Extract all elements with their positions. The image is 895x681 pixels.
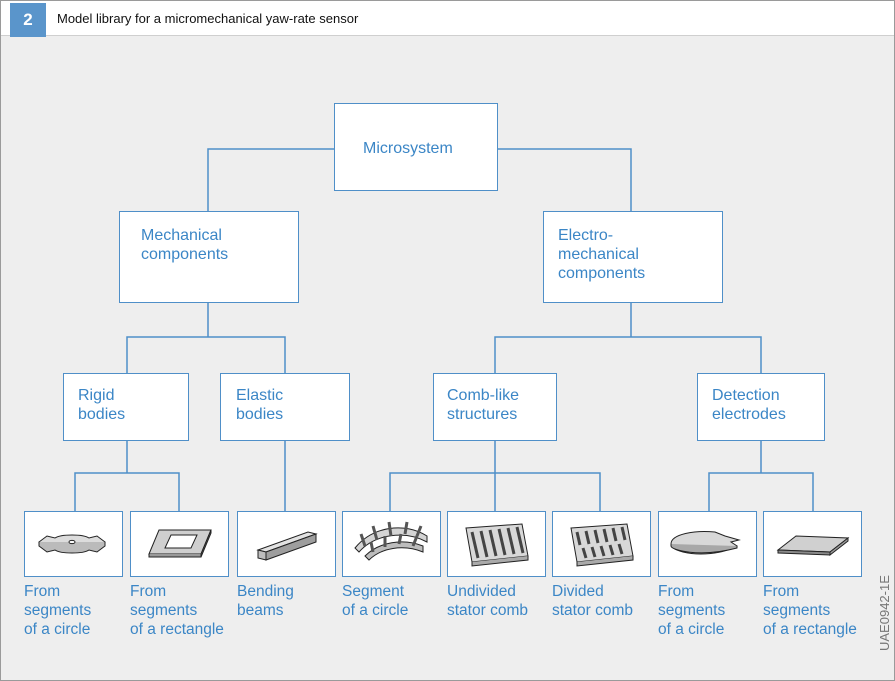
leaf-rectangle-electrode <box>763 511 862 577</box>
figure-title: Model library for a micromechanical yaw-… <box>57 11 359 26</box>
node-rigid-bodies: Rigid bodies <box>63 373 189 441</box>
undivided-stator-comb-icon <box>465 523 529 567</box>
node-comb-like-structures: Comb-like structures <box>433 373 557 441</box>
bending-beam-icon <box>256 531 318 561</box>
leaf-caption-rectangle-segments: From segments of a rectangle <box>130 583 224 638</box>
connector-detection-branch <box>708 472 814 511</box>
connector-root-mechanical <box>207 148 334 211</box>
connector-mechanical-branch <box>126 336 286 373</box>
figure-header: 2 Model library for a micromechanical ya… <box>1 1 894 37</box>
node-electromechanical-label: Electro- mechanical components <box>558 227 646 282</box>
node-detection-electrodes: Detection electrodes <box>697 373 825 441</box>
node-rigid-label: Rigid bodies <box>78 387 126 423</box>
leaf-bending-beams <box>237 511 336 577</box>
circle-electrode-icon <box>670 531 741 555</box>
rectangle-segments-icon <box>148 529 212 558</box>
node-elastic-bodies: Elastic bodies <box>220 373 350 441</box>
leaf-divided-stator-comb <box>552 511 651 577</box>
connector-rigid-branch <box>74 472 180 511</box>
document-id: UAE0942-1E <box>877 575 892 651</box>
circle-segment-comb-icon <box>354 521 428 561</box>
leaf-caption-bending-beams: Bending beams <box>237 583 294 619</box>
leaf-caption-circle-electrode: From segments of a circle <box>658 583 726 638</box>
leaf-caption-divided-stator-comb: Divided stator comb <box>552 583 633 619</box>
circle-segments-icon <box>38 534 106 554</box>
leaf-caption-circle-segments: From segments of a circle <box>24 583 92 638</box>
divided-stator-comb-icon <box>570 523 634 567</box>
node-elastic-label: Elastic bodies <box>236 387 284 423</box>
connector-electromechanical-branch <box>494 336 762 373</box>
node-comb-label: Comb-like structures <box>447 387 520 423</box>
rectangle-electrode-icon <box>776 535 850 557</box>
leaf-segment-of-circle <box>342 511 441 577</box>
figure-number: 2 <box>10 3 46 37</box>
connector-root-electromechanical <box>498 148 632 211</box>
leaf-caption-rectangle-electrode: From segments of a rectangle <box>763 583 857 638</box>
leaf-caption-undivided-stator-comb: Undivided stator comb <box>447 583 528 619</box>
node-detection-label: Detection electrodes <box>712 387 786 423</box>
node-microsystem: Microsystem <box>334 103 498 191</box>
node-microsystem-label: Microsystem <box>363 140 453 157</box>
leaf-undivided-stator-comb <box>447 511 546 577</box>
node-mechanical-components: Mechanical components <box>119 211 299 303</box>
leaf-circle-segments <box>24 511 123 577</box>
leaf-caption-segment-of-circle: Segment of a circle <box>342 583 409 619</box>
node-mechanical-label: Mechanical components <box>141 227 229 263</box>
leaf-circle-electrode <box>658 511 757 577</box>
leaf-rectangle-segments <box>130 511 229 577</box>
node-electromechanical-components: Electro- mechanical components <box>543 211 723 303</box>
